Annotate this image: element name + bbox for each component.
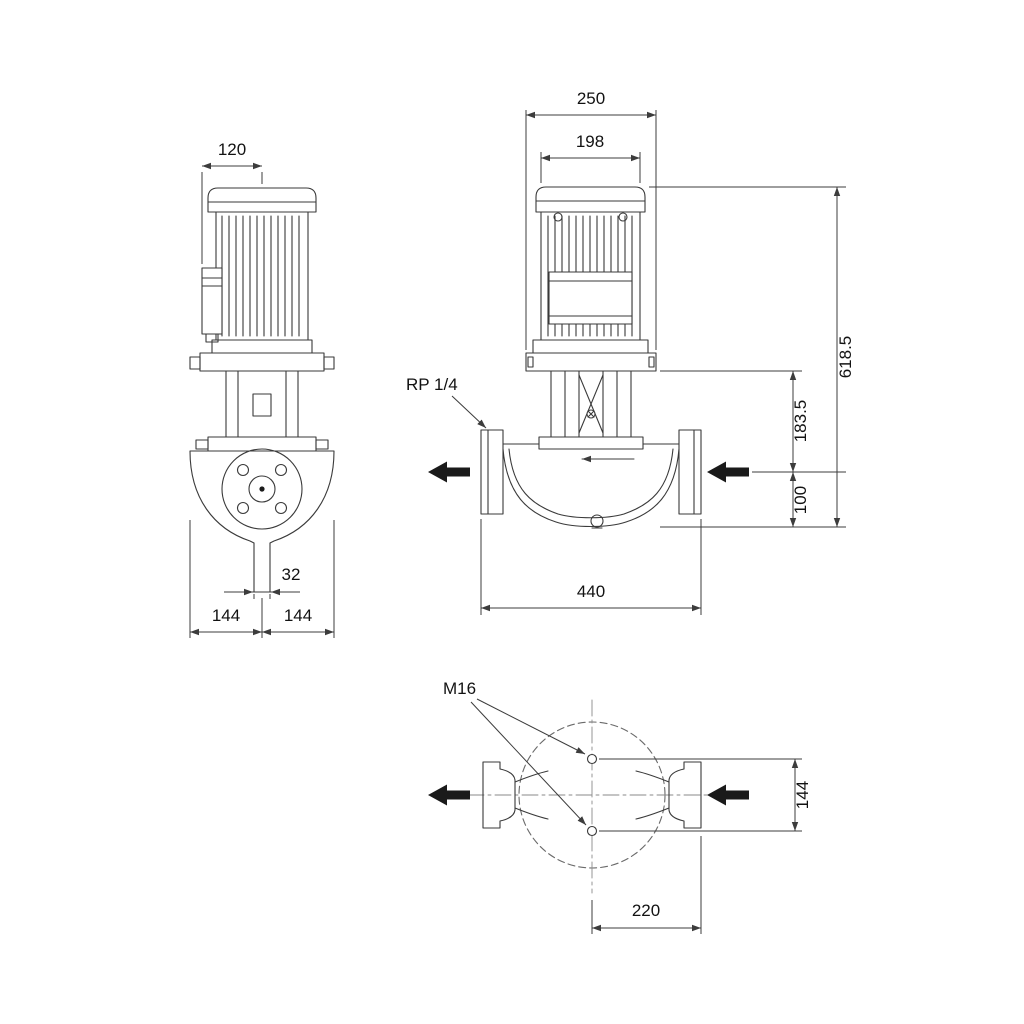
dim-label-183-5: 183.5 [791, 400, 810, 443]
dimension-lines [189, 110, 846, 934]
flow-arrow-left [428, 461, 470, 483]
label-rp-quarter: RP 1/4 [406, 375, 458, 394]
m16-leader-top [476, 698, 586, 755]
dim-label-120: 120 [218, 140, 246, 159]
m16-hole-top [586, 753, 598, 765]
flow-arrow-right [707, 784, 749, 806]
bolt-hole [274, 463, 288, 477]
flow-arrow-left [428, 784, 470, 806]
dim-label-32: 32 [282, 565, 301, 584]
dim-label-440: 440 [577, 582, 605, 601]
m16-hole-bottom [586, 825, 598, 837]
side-view [189, 187, 335, 593]
bolt-hole [274, 501, 288, 515]
front-view [428, 186, 749, 529]
dim-label-144-left: 144 [212, 606, 240, 625]
flow-arrow-right [707, 461, 749, 483]
bolt-hole [236, 463, 250, 477]
label-m16: M16 [443, 679, 476, 698]
bolt-hole [236, 501, 250, 515]
dim-label-250: 250 [577, 89, 605, 108]
dim-label-220: 220 [632, 901, 660, 920]
discharge-flange [480, 429, 504, 515]
rp-leader-line [451, 395, 487, 429]
dim-label-144-right: 144 [284, 606, 312, 625]
dim-label-100: 100 [791, 486, 810, 514]
pump-flange-face [221, 448, 303, 530]
dimension-labels: 120 32 144 144 250 198 618.5 183.5 100 4… [212, 89, 855, 920]
m16-leader-bottom [470, 701, 587, 826]
lifting-eye [618, 212, 628, 222]
plan-view [428, 699, 749, 894]
drain-plug [590, 514, 604, 528]
dim-label-144-plan: 144 [793, 781, 812, 809]
centerlines [467, 699, 717, 894]
dim-label-618-5: 618.5 [836, 336, 855, 379]
suction-flange [678, 429, 702, 515]
dim-label-198: 198 [576, 132, 604, 151]
